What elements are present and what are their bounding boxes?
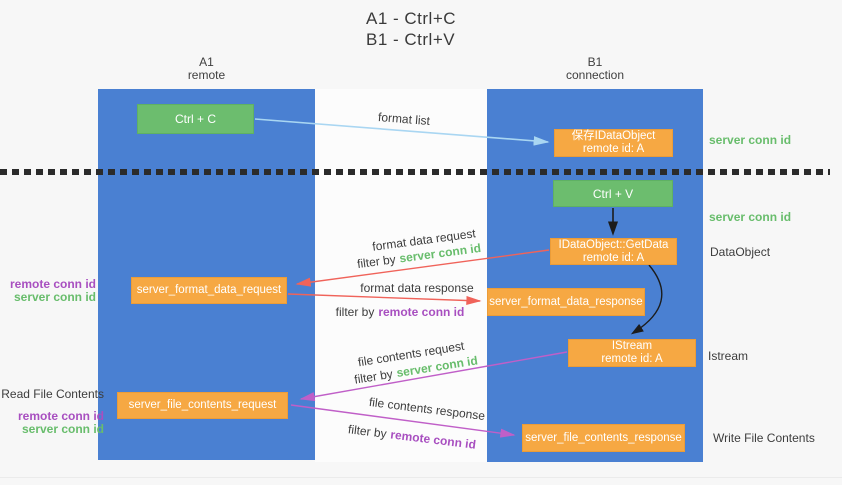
format-response-node: server_format_data_response	[487, 288, 645, 316]
file-request-conn-ids: Read File Contents remote conn id server…	[0, 388, 104, 436]
getdata-node: IDataObject::GetData remote id: A	[550, 238, 677, 265]
filter-by-text: filter by	[335, 305, 375, 319]
getdata-line2: remote id: A	[582, 251, 645, 264]
file-request-label: server_file_contents_request	[128, 399, 277, 411]
server-conn-id-mid-label: server conn id	[709, 210, 792, 224]
file-response-label: server_file_contents_response	[525, 431, 682, 444]
session-divider-line	[0, 169, 830, 175]
dataobject-label: DataObject	[710, 245, 771, 259]
title-line-2: B1 - Ctrl+V	[366, 30, 456, 49]
diagram-title: A1 - Ctrl+C B1 - Ctrl+V	[366, 8, 456, 50]
remote-conn-id-text: remote conn id	[378, 305, 465, 319]
server-conn-id-label: server conn id	[13, 290, 96, 304]
read-file-contents-label: Read File Contents	[1, 387, 104, 401]
title-line-1: A1 - Ctrl+C	[366, 9, 457, 28]
server-conn-id-label: server conn id	[21, 422, 104, 436]
write-file-contents-label: Write File Contents	[713, 431, 815, 445]
ctrl-v-node: Ctrl + V	[553, 180, 673, 207]
file-request-node: server_file_contents_request	[117, 392, 288, 419]
remote-conn-id-label: remote conn id	[9, 277, 96, 291]
ctrl-c-node: Ctrl + C	[137, 104, 254, 134]
bottom-edge-line	[0, 477, 842, 478]
istream-line1: IStream	[611, 340, 653, 352]
format-request-label: server_format_data_request	[136, 284, 282, 296]
remote-conn-id-label: remote conn id	[17, 409, 104, 423]
format-data-response-caption: format data response	[360, 281, 474, 295]
file-response-node: server_file_contents_response	[522, 424, 685, 452]
lane-a1-title: A1	[199, 55, 214, 69]
istream-label: Istream	[708, 349, 749, 363]
lane-a1-subtitle: remote	[187, 68, 226, 82]
istream-line2: remote id: A	[601, 353, 663, 365]
format-response-label: server_format_data_response	[489, 295, 643, 308]
getdata-line1: IDataObject::GetData	[558, 238, 669, 251]
lane-b1-title: B1	[587, 55, 603, 69]
save-dataobject-line2: remote id: A	[582, 143, 645, 155]
save-dataobject-line1: 保存IDataObject	[571, 130, 656, 142]
format-request-conn-ids: remote conn id server conn id	[0, 278, 96, 304]
format-request-node: server_format_data_request	[131, 277, 287, 304]
lane-header-a1: A1 remote	[98, 56, 315, 82]
save-dataobject-node: 保存IDataObject remote id: A	[554, 129, 673, 157]
lane-header-b1: B1 connection	[487, 56, 703, 82]
lane-b1-subtitle: connection	[565, 68, 625, 82]
istream-node: IStream remote id: A	[568, 339, 696, 367]
ctrl-v-label: Ctrl + V	[592, 186, 634, 201]
ctrl-c-label: Ctrl + C	[174, 112, 216, 126]
server-conn-id-top-label: server conn id	[709, 133, 792, 147]
